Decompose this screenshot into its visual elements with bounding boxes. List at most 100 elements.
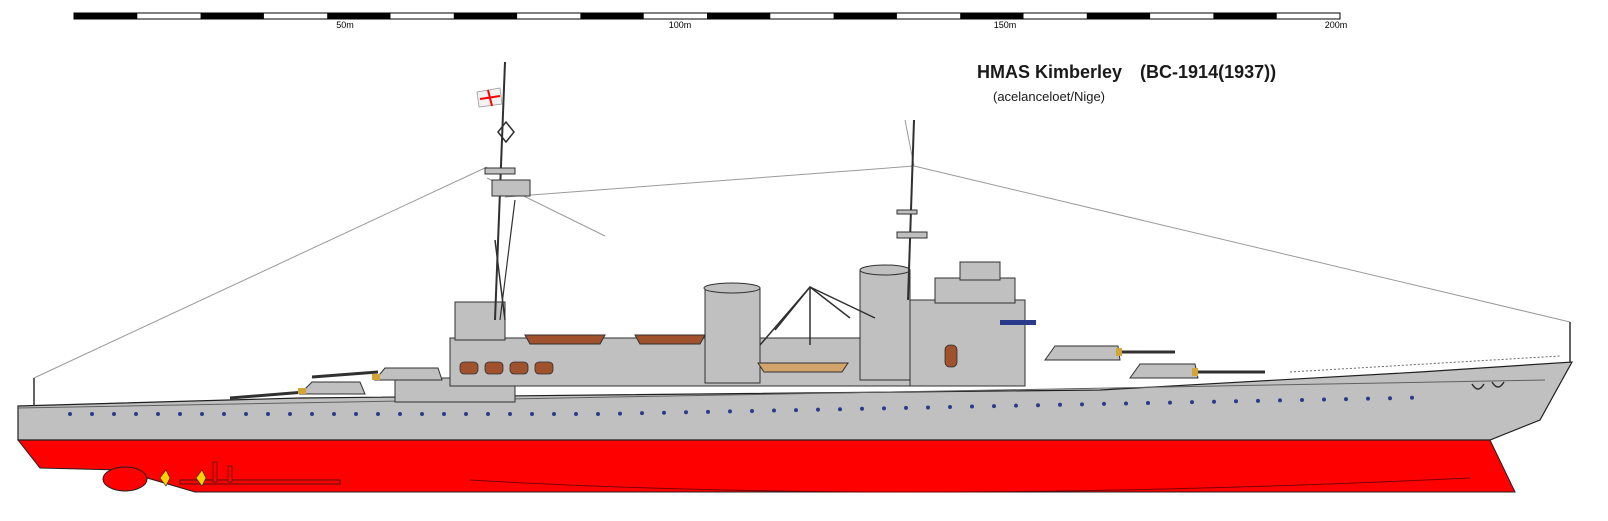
porthole [1388, 396, 1392, 401]
scale-bar: 50m 100m 150m 200m [0, 0, 1608, 40]
anchor-icon [1471, 381, 1505, 390]
porthole [728, 409, 732, 414]
porthole [662, 410, 666, 415]
boat-2 [634, 334, 706, 345]
porthole [486, 412, 490, 416]
porthole [970, 404, 974, 409]
porthole [332, 412, 336, 416]
turret-y [298, 381, 366, 395]
ensign-flag-icon [476, 87, 503, 108]
porthole [310, 412, 314, 416]
porthole [1410, 395, 1414, 400]
porthole [398, 412, 402, 416]
scale-block [74, 13, 138, 19]
porthole [1124, 401, 1128, 406]
porthole [134, 412, 138, 416]
scale-block [327, 13, 391, 19]
porthole [1168, 400, 1172, 405]
scale-block [453, 13, 518, 19]
porthole [1036, 403, 1040, 408]
porthole [1322, 397, 1326, 402]
porthole [1344, 397, 1348, 402]
porthole [156, 412, 160, 416]
porthole [288, 412, 292, 416]
porthole [68, 412, 72, 416]
porthole [992, 404, 996, 409]
scale-bar-graphic [73, 12, 1341, 20]
porthole [112, 412, 116, 416]
porthole [420, 412, 424, 416]
deck-line [17, 379, 1546, 409]
porthole [464, 412, 468, 416]
porthole [838, 407, 842, 412]
ship-designation: (BC-1914(1937)) [1140, 62, 1277, 82]
bridge-block [934, 277, 1016, 304]
waterline-curve [469, 477, 1471, 493]
porthole [1102, 401, 1106, 406]
porthole [706, 409, 710, 414]
scale-block [580, 13, 644, 19]
scale-tick-150m: 150m [993, 20, 1017, 30]
porthole [1014, 403, 1018, 408]
porthole [882, 406, 886, 411]
porthole [90, 412, 94, 416]
porthole [684, 410, 688, 415]
porthole [222, 412, 226, 416]
ship-name: HMAS Kimberley [977, 62, 1123, 82]
porthole [1256, 398, 1260, 403]
porthole [640, 411, 644, 416]
porthole [1058, 402, 1062, 407]
porthole [772, 408, 776, 413]
hull-above-waterline [17, 361, 1574, 441]
turret-x [373, 367, 443, 381]
porthole [442, 412, 446, 416]
porthole [1212, 399, 1216, 404]
deck-openings [459, 344, 958, 375]
rudder [102, 466, 148, 492]
porthole [354, 412, 358, 416]
scale-block [833, 13, 897, 19]
porthole [860, 406, 864, 411]
funnel-caps [703, 264, 911, 294]
porthole [926, 405, 930, 410]
aft-funnel-block [704, 287, 761, 384]
porthole [178, 412, 182, 416]
scale-block [960, 13, 1024, 19]
porthole [816, 407, 820, 412]
stern-gear [102, 461, 341, 492]
porthole [750, 408, 754, 413]
forward-superstructure [909, 299, 1026, 387]
bridge-windows [1000, 320, 1036, 325]
gun-barrels [229, 350, 1265, 400]
fore-bridge-top [959, 261, 1001, 281]
porthole [596, 412, 600, 416]
porthole [1366, 396, 1370, 401]
boat-crane [759, 285, 876, 346]
porthole [508, 412, 512, 416]
masts [494, 61, 915, 321]
porthole [618, 411, 622, 416]
porthole [266, 412, 270, 416]
porthole [376, 412, 380, 416]
porthole [794, 408, 798, 413]
porthole [530, 412, 534, 416]
propeller-icon [159, 469, 207, 487]
porthole [1300, 397, 1304, 402]
drawing-credit: (acelanceloet/Nige) [993, 89, 1106, 104]
porthole [574, 412, 578, 416]
boat-1 [524, 334, 606, 345]
porthole [1190, 400, 1194, 405]
turret-a [1129, 363, 1199, 379]
scale-tick-100m: 100m [668, 20, 692, 30]
diamond-icon [497, 120, 515, 144]
porthole [904, 405, 908, 410]
aft-tower [454, 301, 506, 341]
porthole [1278, 398, 1282, 403]
propeller-shaft [179, 479, 341, 485]
turret-b [1044, 345, 1121, 361]
ship-title: HMAS Kimberley (BC-1914(1937)) [977, 62, 1276, 83]
porthole [1080, 402, 1084, 407]
porthole [552, 412, 556, 416]
porthole [1234, 399, 1238, 404]
